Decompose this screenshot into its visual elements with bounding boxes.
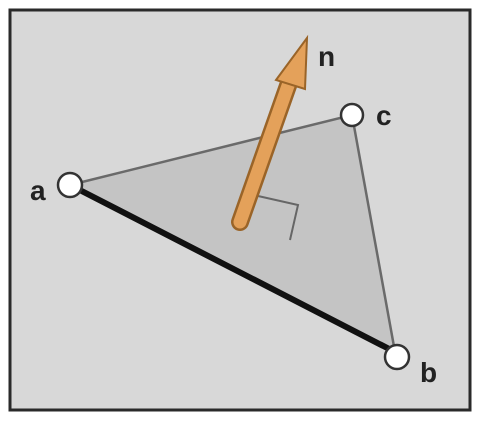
vertex-a [56, 171, 84, 199]
label-b: b [420, 357, 437, 388]
vertex-c [339, 102, 365, 128]
vertex-b [383, 343, 411, 371]
arrow-head [274, 34, 309, 91]
label-a: a [30, 175, 46, 206]
edge-a-b [67, 182, 398, 355]
normal-vector-arrow [231, 34, 309, 231]
label-n: n [318, 41, 335, 72]
arrow-shaft-fill [233, 73, 297, 229]
right-angle-marker [257, 195, 300, 241]
label-c: c [376, 100, 392, 131]
